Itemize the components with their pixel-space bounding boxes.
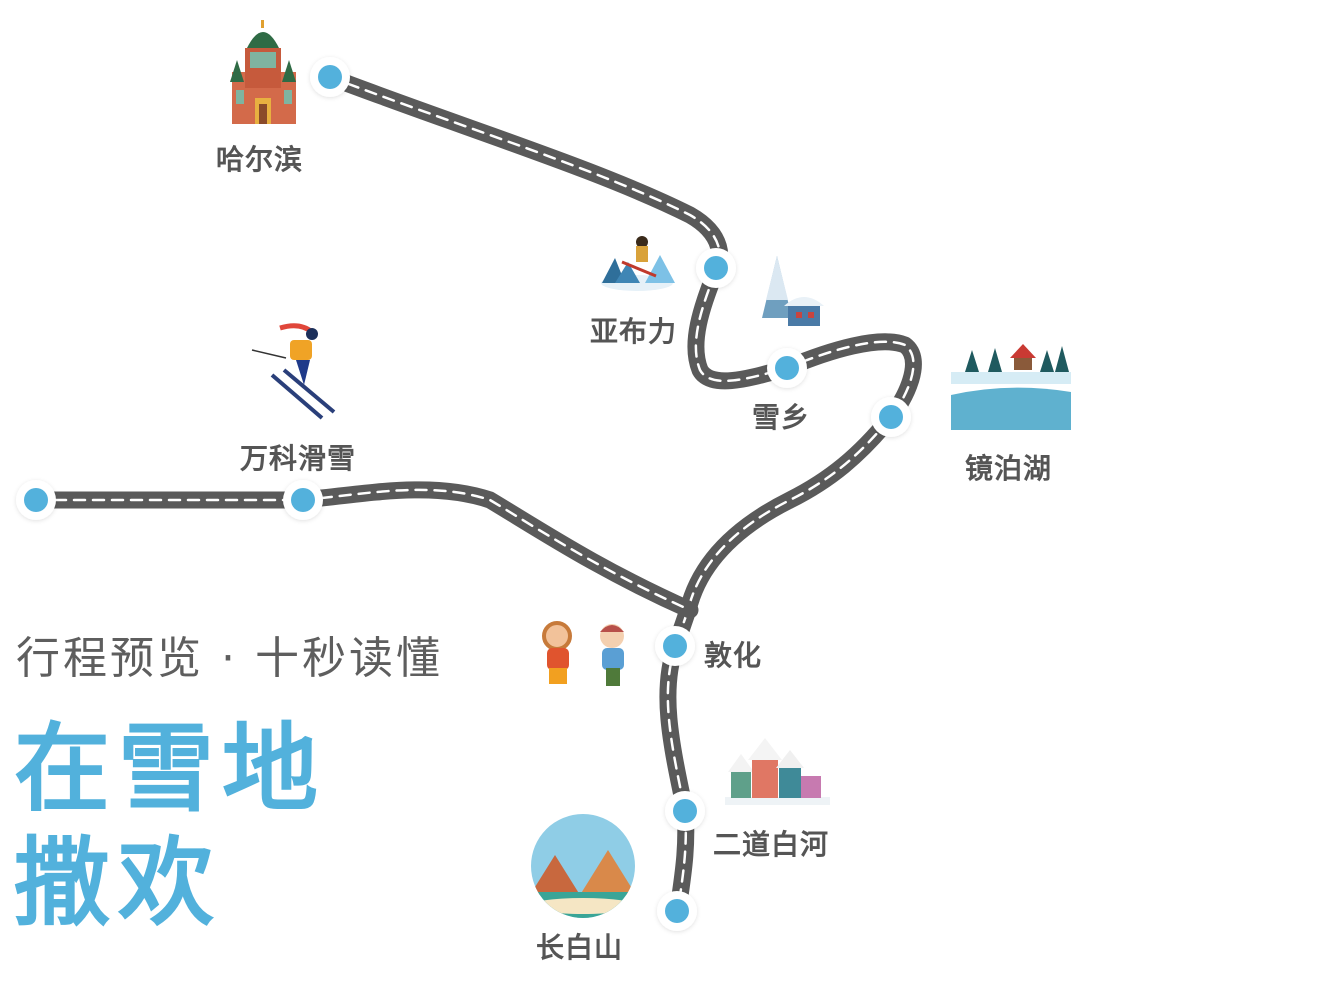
snow-village-icon	[725, 738, 830, 805]
headline-line-2: 撒欢	[14, 827, 222, 939]
node-erdaobaihe[interactable]	[665, 791, 705, 831]
cathedral-icon	[230, 20, 296, 124]
stop-label-harbin[interactable]: 哈尔滨	[216, 143, 304, 176]
node-changbaishan[interactable]	[657, 891, 697, 931]
skier-mountain-icon	[601, 236, 675, 291]
stop-label-changbaishan[interactable]: 长白山	[536, 931, 624, 964]
road-harbin-dunhua	[321, 68, 922, 654]
frozen-lake-icon	[951, 344, 1071, 430]
node-dunhua[interactable]	[655, 626, 695, 666]
road-west-junction	[27, 481, 699, 619]
node-yabuli[interactable]	[696, 248, 736, 288]
snow-cabin-icon	[762, 256, 824, 326]
node-harbin[interactable]	[310, 57, 350, 97]
headline-line-1: 在雪地	[14, 713, 326, 825]
stop-label-dunhua[interactable]: 敦化	[704, 639, 763, 672]
stop-label-jingpohu[interactable]: 镜泊湖	[965, 452, 1053, 485]
node-wanke[interactable]	[283, 480, 323, 520]
stop-label-yabuli[interactable]: 亚布力	[590, 315, 678, 348]
node-xuexiang[interactable]	[767, 348, 807, 388]
stop-label-wanke[interactable]: 万科滑雪	[240, 442, 357, 475]
subtitle: 行程预览 · 十秒读懂	[16, 633, 443, 684]
stop-label-xuexiang[interactable]: 雪乡	[752, 401, 811, 434]
node-west-end[interactable]	[16, 480, 56, 520]
skier-icon	[251, 323, 336, 420]
route-nodes	[16, 57, 911, 931]
stop-label-erdaobaihe[interactable]: 二道白河	[713, 828, 830, 861]
node-jingpohu[interactable]	[871, 397, 911, 437]
kids-snow-icon	[542, 621, 624, 686]
mountain-lake-icon	[531, 814, 635, 918]
